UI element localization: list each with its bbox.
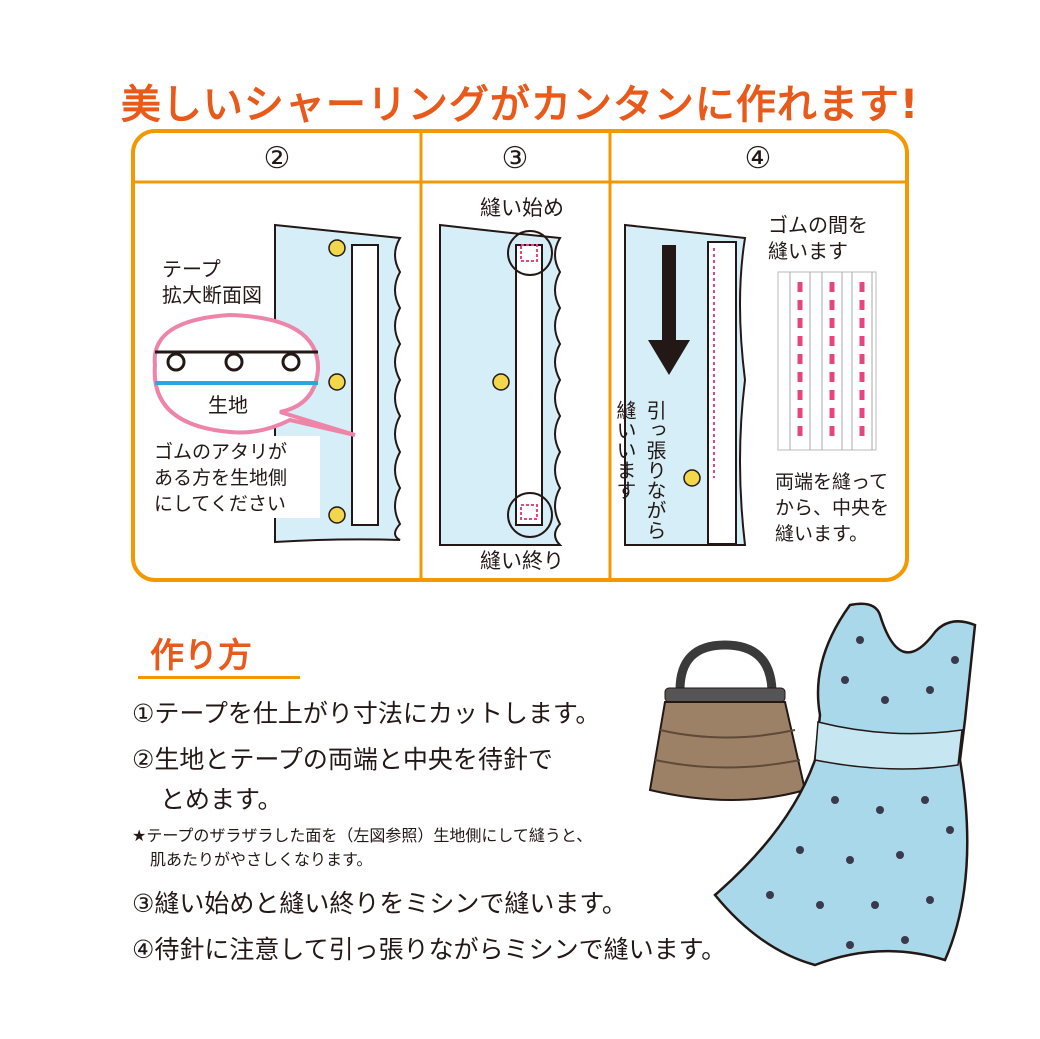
- elastic-tape-closeup: [777, 271, 877, 451]
- label: 拡大断面図: [162, 283, 262, 307]
- vertical-label: 縫いいます: [613, 400, 637, 500]
- step-2-cont: とめます。: [160, 785, 283, 814]
- panel-header-4: ④: [745, 141, 772, 176]
- pin-icon: [328, 373, 346, 391]
- step-4: ④待針に注意して引っ張りながらミシンで縫います。: [132, 935, 727, 964]
- note-line-2: 肌あたりがやさしくなります。: [150, 850, 373, 869]
- label: 縫います: [768, 239, 848, 263]
- label: テープ: [162, 257, 221, 281]
- label: 両端を縫って: [775, 471, 888, 493]
- label: 縫います。: [775, 523, 868, 545]
- label: 生地: [208, 393, 248, 417]
- tape: [707, 241, 737, 545]
- start-label: 縫い始め: [480, 196, 564, 220]
- pin-icon: [683, 469, 701, 487]
- panel-4-illustration: 縫いいます 引っ張りながら ゴムの間を 縫います 両端を縫って から、中央を 縫…: [613, 213, 889, 546]
- label: ある方を生地側: [154, 467, 287, 489]
- bag-illustration: [648, 640, 807, 801]
- step-3: ③縫い始めと縫い終りをミシンで縫います。: [132, 889, 627, 918]
- dress-illustration: [713, 602, 977, 967]
- pin-icon: [328, 239, 346, 257]
- page-title: 美しいシャーリングがカンタンに作れます!: [120, 82, 920, 128]
- tape: [515, 244, 543, 526]
- panel-3-illustration: 縫い始め 縫い終り: [439, 190, 586, 573]
- cross-section-bubble: [152, 312, 356, 437]
- label: ゴムの間を: [768, 213, 868, 237]
- step-1: ①テープを仕上がり寸法にカットします。: [132, 699, 601, 728]
- label: にしてください: [154, 493, 286, 515]
- pin-icon: [328, 506, 346, 524]
- label: から、中央を: [775, 497, 889, 519]
- highlight-circle: [507, 492, 553, 538]
- label: ゴムのアタリが: [154, 441, 287, 463]
- step-2: ②生地とテープの両端と中央を待針で: [132, 745, 553, 774]
- panel-header-2: ②: [264, 141, 291, 176]
- pin-icon: [492, 373, 510, 391]
- elastic-icon: [166, 352, 186, 372]
- panel-header-3: ③: [502, 141, 529, 176]
- arrow-down-icon: [648, 245, 690, 375]
- heading-underline: [138, 676, 300, 679]
- elastic-icon: [224, 352, 244, 372]
- highlight-circle: [507, 230, 553, 276]
- tape: [351, 244, 379, 526]
- panel-2-illustration: テープ 拡大断面図 生地 ゴムのアタリが ある方を生地側 にしてください: [150, 223, 402, 544]
- end-label: 縫い終り: [480, 549, 564, 573]
- howto-heading: 作り方: [150, 636, 252, 676]
- vertical-label: 引っ張りながら: [643, 400, 667, 540]
- elastic-icon: [281, 352, 301, 372]
- panel-frame: [131, 129, 909, 582]
- note-line-1: ★テープのザラザラした面を（左図参照）生地側にして縫うと、: [132, 826, 593, 845]
